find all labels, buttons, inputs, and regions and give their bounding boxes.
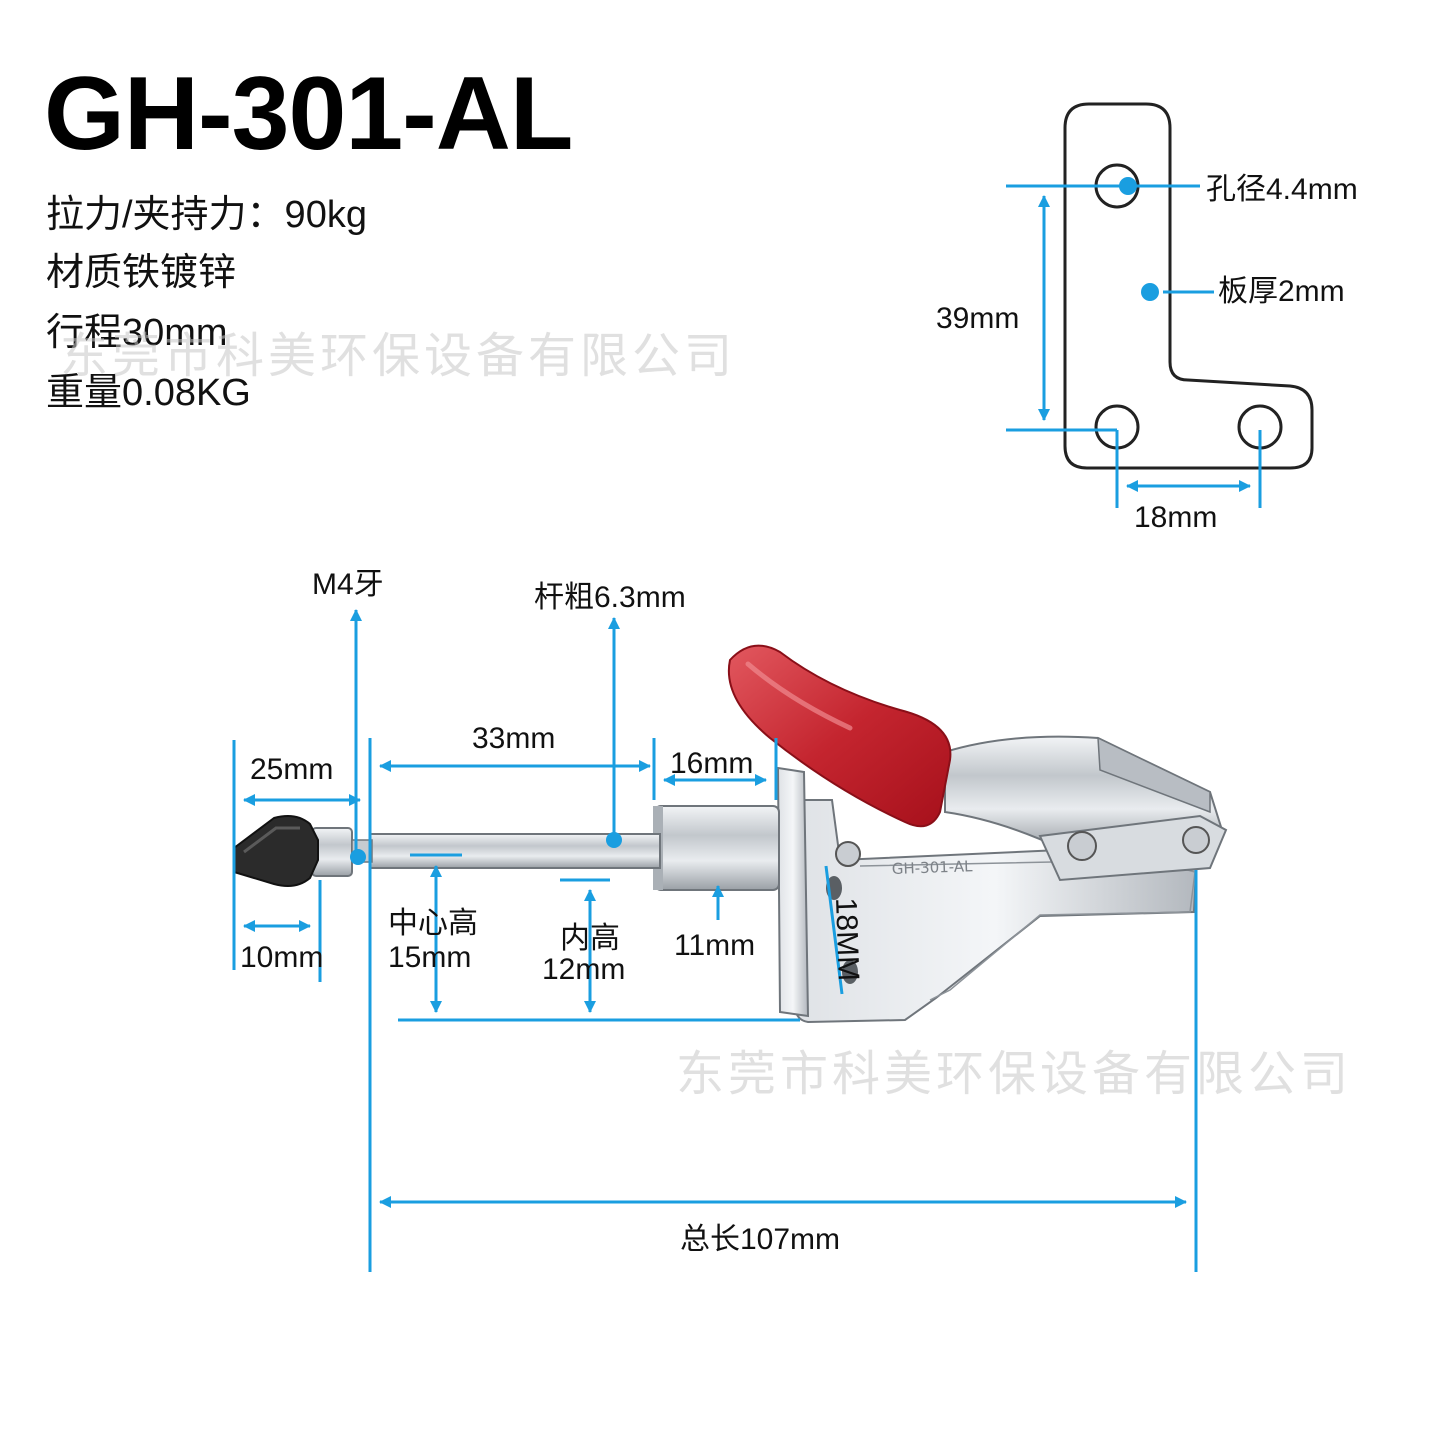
plate-dimensions <box>1006 184 1262 508</box>
label-rod-diameter: 杆粗6.3mm <box>534 581 686 614</box>
spec-stroke: 行程30mm <box>46 312 228 354</box>
label-plate-height: 39mm <box>936 302 1019 335</box>
label-slot-length: 18MM <box>829 897 865 981</box>
label-total-length: 总长107mm <box>680 1223 840 1256</box>
clamp-dimensions <box>232 609 1198 1272</box>
product-title: GH-301-AL <box>44 56 573 172</box>
spec-material: 材质铁镀锌 <box>46 252 237 294</box>
base-slot-lower <box>842 960 858 984</box>
part-marking: GH-301-AL <box>892 857 974 878</box>
label-base-height: 11mm <box>674 929 755 962</box>
label-hole-spacing: 18mm <box>1134 501 1217 534</box>
rivet <box>1182 826 1210 854</box>
label-thread: M4牙 <box>312 568 384 601</box>
clamp-assembly: GH-301-AL <box>233 644 1228 1024</box>
guide-sleeve <box>654 805 780 891</box>
watermark: 东莞市科美环保设备有限公司 <box>676 1046 1353 1102</box>
front-flange <box>776 766 810 1018</box>
label-center-height-title: 中心高 <box>388 907 478 940</box>
rod-dot <box>606 832 622 848</box>
rivet <box>1067 831 1097 861</box>
spec-weight: 重量0.08KG <box>46 372 251 414</box>
rubber-tip <box>233 815 319 887</box>
label-center-height-value: 15mm <box>388 941 471 974</box>
label-sleeve-length: 16mm <box>670 747 753 780</box>
hole-dot <box>1119 177 1137 195</box>
rivet <box>835 841 861 867</box>
label-hole-diameter: 孔径4.4mm <box>1206 173 1358 206</box>
thread-dot <box>350 849 366 865</box>
label-reach: 33mm <box>472 722 555 755</box>
watermark: 东莞市科美环保设备有限公司 <box>60 328 737 384</box>
label-inner-height-title: 内高 <box>560 922 620 955</box>
spec-force: 拉力/夹持力：90kg <box>46 194 367 236</box>
label-plate-thickness: 板厚2mm <box>1218 275 1345 308</box>
label-tip-length: 25mm <box>250 753 333 786</box>
label-inner-height-value: 12mm <box>542 953 625 986</box>
label-tip-diameter: 10mm <box>240 941 323 974</box>
thickness-dot <box>1141 283 1159 301</box>
